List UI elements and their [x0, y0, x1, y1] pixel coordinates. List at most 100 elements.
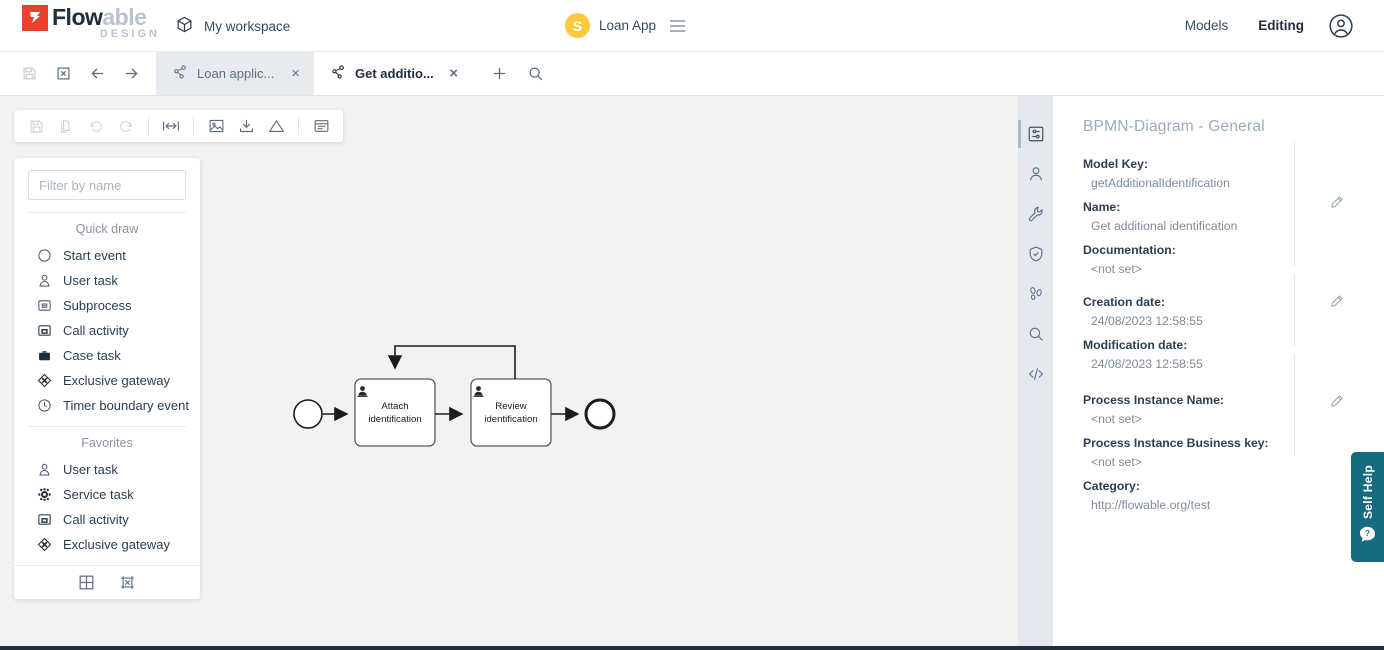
close-icon[interactable]: ×	[449, 65, 458, 82]
subprocess-icon	[36, 297, 53, 314]
palette-item-label: Subprocess	[63, 298, 132, 313]
exclusive-gateway-icon	[36, 372, 53, 389]
undo-icon[interactable]	[82, 113, 110, 139]
element-palette: Quick draw Start event User task	[14, 158, 200, 599]
snap-toggle-icon[interactable]	[119, 574, 136, 591]
code-icon[interactable]	[1018, 354, 1053, 394]
trace-footsteps-icon[interactable]	[1018, 274, 1053, 314]
property-process-instance-name: Process Instance Name: <not set>	[1083, 392, 1384, 428]
tab-bar-right-tools	[472, 52, 550, 95]
search-icon[interactable]	[1018, 314, 1053, 354]
property-label: Category:	[1083, 478, 1140, 493]
properties-panel: BPMN-Diagram - General Model Key: getAdd…	[1053, 96, 1384, 650]
loop-back-sequence-flow[interactable]	[387, 345, 516, 379]
tools-wrench-icon[interactable]	[1018, 194, 1053, 234]
process-icon	[172, 64, 188, 83]
arrow-left-icon[interactable]	[82, 59, 112, 89]
palette-item-label: User task	[63, 462, 118, 477]
palette-item-timer-boundary-event[interactable]: Timer boundary event	[14, 393, 200, 418]
copy-icon[interactable]	[52, 113, 80, 139]
download-icon[interactable]	[232, 113, 260, 139]
case-task-icon	[36, 347, 53, 364]
property-model-key: Model Key: getAdditionalIdentification	[1083, 156, 1384, 192]
user-task-attach-identification[interactable]	[354, 378, 436, 447]
palette-item-label: Exclusive gateway	[63, 537, 170, 552]
palette-item-case-task[interactable]: Case task	[14, 343, 200, 368]
properties-group-dates: Creation date: 24/08/2023 12:58:55 Modif…	[1083, 294, 1384, 373]
workspace-selector[interactable]: My workspace	[175, 15, 290, 37]
nav-models[interactable]: Models	[1184, 18, 1229, 33]
tab-loan-application[interactable]: Loan applic... ×	[156, 52, 314, 95]
user-task-icon	[473, 386, 484, 397]
property-creation-date: Creation date: 24/08/2023 12:58:55	[1083, 294, 1384, 330]
validation-warning-icon[interactable]	[262, 113, 290, 139]
user-task-review-identification[interactable]	[470, 378, 552, 447]
app-badge: S	[565, 13, 590, 38]
tab-get-additional-identification[interactable]: Get additio... ×	[314, 52, 472, 95]
palette-item-label: Start event	[63, 248, 126, 263]
palette-item-label: Case task	[63, 348, 121, 363]
app-selector[interactable]: S Loan App	[565, 13, 686, 38]
save-icon[interactable]	[14, 59, 44, 89]
security-shield-icon[interactable]	[1018, 234, 1053, 274]
redo-icon[interactable]	[112, 113, 140, 139]
save-icon[interactable]	[22, 113, 50, 139]
properties-title: BPMN-Diagram - General	[1083, 118, 1265, 135]
cube-icon	[175, 15, 194, 37]
tab-bar-tools	[0, 52, 156, 95]
palette-section-title: Favorites	[81, 436, 133, 450]
palette-item-label: Call activity	[63, 323, 129, 338]
start-event-icon	[36, 247, 53, 264]
brand-logo[interactable]: Flowable DESIGN	[22, 4, 162, 40]
arrow-right-icon[interactable]	[116, 59, 146, 89]
nav-editing[interactable]: Editing	[1258, 18, 1304, 33]
palette-item-start-event[interactable]: Start event	[14, 243, 200, 268]
pencil-icon[interactable]	[1329, 294, 1344, 314]
palette-item-call-activity[interactable]: Call activity	[14, 318, 200, 343]
grid-toggle-icon[interactable]	[78, 574, 95, 591]
palette-item-label: Call activity	[63, 512, 129, 527]
logo-subtitle: DESIGN	[99, 28, 160, 40]
properties-panel-icon[interactable]	[1018, 114, 1053, 154]
fit-width-icon[interactable]	[157, 113, 185, 139]
palette-item-user-task[interactable]: User task	[14, 268, 200, 293]
exclusive-gateway-icon	[36, 536, 53, 553]
self-help-tab[interactable]: Self Help ?	[1351, 452, 1384, 562]
palette-item-subprocess[interactable]: Subprocess	[14, 293, 200, 318]
palette-item-label: Exclusive gateway	[63, 373, 170, 388]
property-category: Category: http://flowable.org/test	[1083, 478, 1384, 514]
close-model-icon[interactable]	[48, 59, 78, 89]
logo-text-dark: Flow	[52, 4, 103, 30]
palette-item-label: Timer boundary event	[63, 398, 189, 413]
window-bottom-strip	[0, 646, 1384, 650]
end-event-node[interactable]	[584, 398, 616, 430]
search-icon[interactable]	[520, 59, 550, 89]
close-icon[interactable]: ×	[291, 65, 300, 82]
property-value: <not set>	[1091, 411, 1142, 426]
bpmn-diagram[interactable]: Attach identification Review identificat…	[0, 96, 1018, 650]
properties-divider	[1294, 141, 1295, 266]
palette-filter-input[interactable]	[28, 170, 186, 200]
palette-section-title: Quick draw	[75, 222, 139, 236]
start-event-node[interactable]	[293, 399, 323, 429]
property-value: 24/08/2023 12:58:55	[1091, 313, 1203, 328]
user-circle-icon[interactable]	[1328, 13, 1354, 44]
hamburger-icon[interactable]	[670, 19, 686, 32]
export-image-icon[interactable]	[202, 113, 230, 139]
question-bubble-icon: ?	[1358, 525, 1377, 549]
palette-favorite-user-task[interactable]: User task	[14, 457, 200, 482]
toggle-properties-icon[interactable]	[307, 113, 335, 139]
palette-favorite-service-task[interactable]: Service task	[14, 482, 200, 507]
add-tab-icon[interactable]	[484, 59, 514, 89]
process-icon	[330, 64, 346, 83]
property-value: Get additional identification	[1091, 218, 1238, 233]
palette-favorite-exclusive-gateway[interactable]: Exclusive gateway	[14, 532, 200, 557]
user-task-icon	[36, 272, 53, 289]
pencil-icon[interactable]	[1329, 195, 1344, 215]
palette-item-exclusive-gateway[interactable]: Exclusive gateway	[14, 368, 200, 393]
pencil-icon[interactable]	[1329, 394, 1344, 414]
identity-icon[interactable]	[1018, 154, 1053, 194]
bpmn-canvas[interactable]: Quick draw Start event User task	[0, 96, 1018, 650]
palette-divider	[28, 426, 186, 427]
palette-favorite-call-activity[interactable]: Call activity	[14, 507, 200, 532]
